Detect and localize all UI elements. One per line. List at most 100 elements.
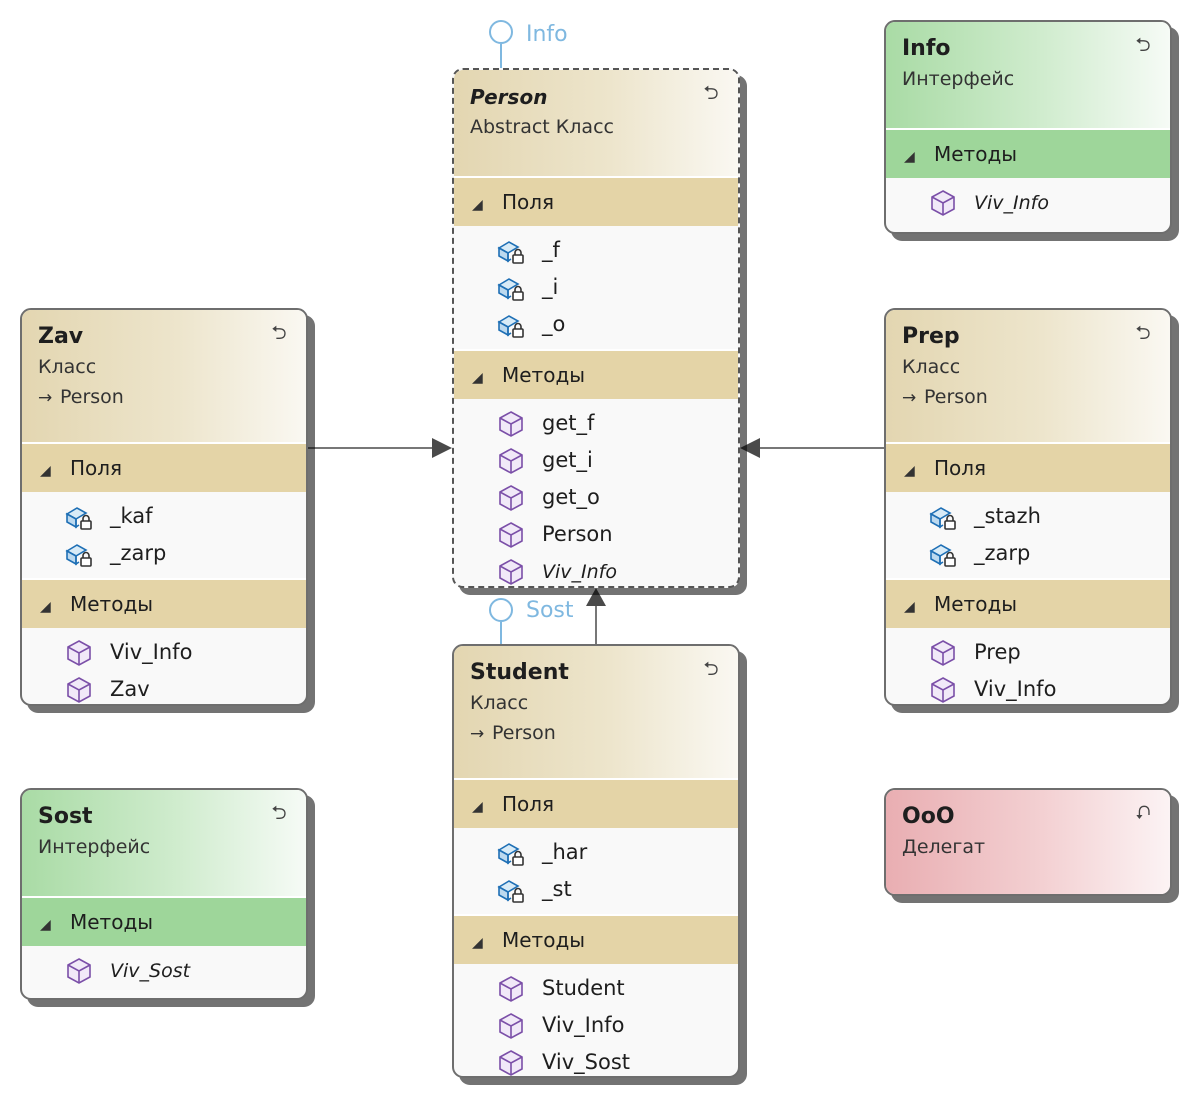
method-item[interactable]: Viv_Sost (454, 1044, 738, 1076)
inherits-arrow-icon: → (38, 388, 53, 408)
expand-triangle-icon[interactable]: ◢ (40, 599, 51, 615)
method-cube-icon (496, 974, 526, 1004)
expand-triangle-icon[interactable]: ◢ (472, 935, 483, 951)
collapse-chevron-icon[interactable]: ⮌ (1135, 322, 1151, 344)
class-header: Zav Класс →Person ⮌ (22, 310, 306, 442)
expand-triangle-icon[interactable]: ◢ (472, 197, 483, 213)
method-cube-icon (64, 956, 94, 986)
method-item[interactable]: Prep (886, 634, 1170, 671)
field-lock-icon (928, 502, 958, 532)
section-methods[interactable]: ◢Методы (886, 578, 1170, 628)
expand-triangle-icon[interactable]: ◢ (904, 149, 915, 165)
method-item[interactable]: Viv_Info (454, 553, 738, 586)
field-item[interactable]: _zarp (886, 535, 1170, 572)
field-item[interactable]: _o (454, 306, 738, 343)
class-header: Person Abstract Класс ⮌ (454, 70, 738, 176)
method-item[interactable]: Viv_Info (22, 634, 306, 671)
expand-triangle-icon[interactable]: ◢ (472, 799, 483, 815)
interface-header: Sost Интерфейс ⮌ (22, 790, 306, 896)
field-item[interactable]: _stazh (886, 498, 1170, 535)
field-lock-icon (928, 539, 958, 569)
method-item[interactable]: Viv_Info (454, 1007, 738, 1044)
section-methods[interactable]: ◢Методы (22, 896, 306, 946)
field-item[interactable]: _zarp (22, 535, 306, 572)
method-cube-icon (928, 638, 958, 668)
section-methods[interactable]: ◢Методы (454, 349, 738, 399)
field-lock-icon (496, 273, 526, 303)
class-kind: Класс (902, 356, 961, 378)
method-cube-icon (496, 557, 526, 586)
method-item[interactable]: get_o (454, 479, 738, 516)
expand-chevron-icon[interactable]: ⮏ (1135, 802, 1151, 824)
section-fields[interactable]: ◢Поля (454, 778, 738, 828)
expand-triangle-icon[interactable]: ◢ (904, 599, 915, 615)
method-cube-icon (496, 409, 526, 439)
delegate-kind: Делегат (902, 836, 986, 858)
field-name: _f (542, 238, 560, 262)
method-item[interactable]: get_f (454, 405, 738, 442)
method-name: Student (542, 976, 625, 1000)
field-item[interactable]: _st (454, 871, 738, 908)
section-fields[interactable]: ◢Поля (886, 442, 1170, 492)
method-list: Viv_Info (886, 178, 1170, 227)
method-item[interactable]: Viv_Sost (22, 952, 306, 989)
prep-inheritance-arrowhead (740, 438, 760, 458)
method-name: Zav (110, 677, 150, 701)
interface-box-sost[interactable]: Sost Интерфейс ⮌ ◢Методы Viv_Sost (20, 788, 308, 1000)
interface-header: Info Интерфейс ⮌ (886, 22, 1170, 128)
collapse-chevron-icon[interactable]: ⮌ (703, 658, 719, 680)
field-item[interactable]: _f (454, 232, 738, 269)
class-title: Person (470, 85, 548, 109)
expand-triangle-icon[interactable]: ◢ (40, 463, 51, 479)
class-box-zav[interactable]: Zav Класс →Person ⮌ ◢Поля _kaf _zarp ◢Мет… (20, 308, 308, 706)
class-title: Prep (902, 324, 960, 349)
method-cube-icon (496, 483, 526, 513)
base-class: →Person (902, 382, 1170, 413)
field-list: _har_st (454, 828, 738, 914)
expand-triangle-icon[interactable]: ◢ (472, 370, 483, 386)
interface-kind: Интерфейс (38, 836, 151, 858)
student-sost-lollipop-label: Sost (526, 598, 574, 623)
field-name: _kaf (110, 504, 153, 528)
field-item[interactable]: _har (454, 834, 738, 871)
section-methods[interactable]: ◢Методы (22, 578, 306, 628)
collapse-chevron-icon[interactable]: ⮌ (1135, 34, 1151, 56)
interface-box-info[interactable]: Info Интерфейс ⮌ ◢Методы Viv_Info (884, 20, 1172, 234)
method-name: Viv_Info (542, 1013, 625, 1037)
class-box-person[interactable]: Person Abstract Класс ⮌ ◢Поля _f _i _o ◢Ме… (452, 68, 740, 588)
collapse-chevron-icon[interactable]: ⮌ (271, 802, 287, 824)
class-box-student[interactable]: Student Класс →Person ⮌ ◢Поля _har_st ◢М… (452, 644, 740, 1078)
method-name: get_o (542, 485, 600, 509)
method-list: Viv_Sost (22, 946, 306, 995)
expand-triangle-icon[interactable]: ◢ (904, 463, 915, 479)
method-item[interactable]: Person (454, 516, 738, 553)
section-methods[interactable]: ◢Методы (454, 914, 738, 964)
field-list: _kaf _zarp (22, 492, 306, 578)
collapse-chevron-icon[interactable]: ⮌ (271, 322, 287, 344)
section-fields[interactable]: ◢Поля (22, 442, 306, 492)
method-item[interactable]: Viv_Info (886, 184, 1170, 221)
field-lock-icon (496, 875, 526, 905)
method-item[interactable]: Viv_Info (886, 671, 1170, 704)
method-item[interactable]: get_i (454, 442, 738, 479)
field-name: _i (542, 275, 559, 299)
section-fields[interactable]: ◢Поля (454, 176, 738, 226)
method-name: get_f (542, 411, 595, 435)
base-class: →Person (38, 382, 306, 413)
section-methods[interactable]: ◢Методы (886, 128, 1170, 178)
delegate-header: OoO Делегат ⮏ (886, 790, 1170, 894)
method-item[interactable]: Student (454, 970, 738, 1007)
field-item[interactable]: _i (454, 269, 738, 306)
class-box-prep[interactable]: Prep Класс →Person ⮌ ◢Поля _stazh_zarp ◢… (884, 308, 1172, 706)
field-item[interactable]: _kaf (22, 498, 306, 535)
method-cube-icon (496, 1011, 526, 1041)
delegate-box-ooo[interactable]: OoO Делегат ⮏ (884, 788, 1172, 896)
collapse-chevron-icon[interactable]: ⮌ (703, 82, 719, 104)
expand-triangle-icon[interactable]: ◢ (40, 917, 51, 933)
method-cube-icon (928, 675, 958, 704)
method-item[interactable]: Zav (22, 671, 306, 704)
